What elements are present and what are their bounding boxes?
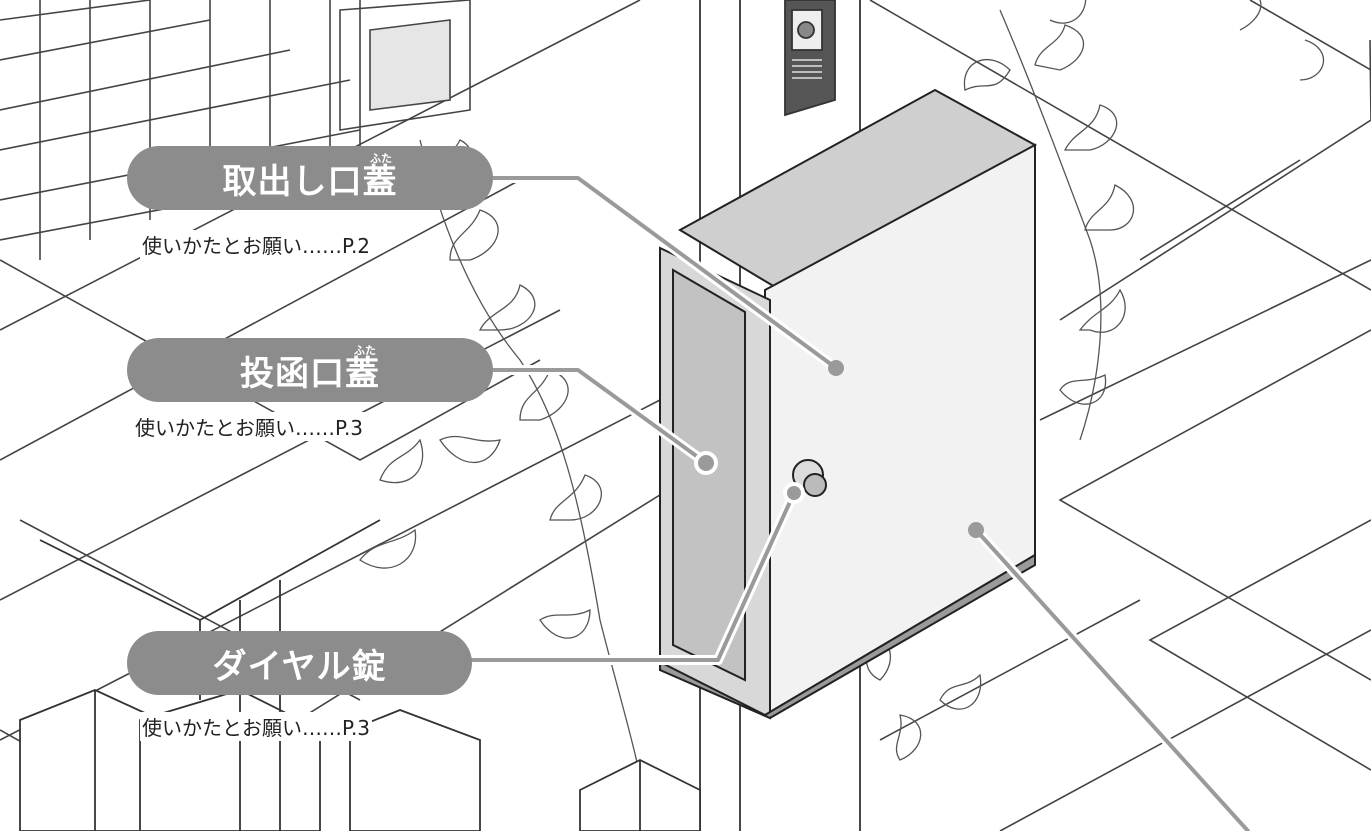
dial-lock-reference: 使いかたとお願い……P.3 [140, 712, 373, 741]
pillar [699, 0, 861, 831]
takeout-lid-ruby: ふた [370, 152, 392, 165]
slot-lid-label: 投函口蓋 [127, 338, 493, 402]
leader-lines [465, 173, 1253, 831]
dial-lock-title: ダイヤル錠 [212, 646, 387, 687]
leader-dots [694, 360, 984, 538]
slot-lid-reference: 使いかたとお願い……P.3 [133, 412, 366, 441]
slot-lid-title: 投函口蓋 [240, 353, 380, 394]
mailbox-body [659, 88, 1038, 720]
slot-lid-ruby: ふた [354, 344, 376, 357]
dial-lock-label: ダイヤル錠 [127, 631, 472, 695]
body-dot [968, 522, 984, 538]
takeout-lid-label: 取出し口蓋 [127, 146, 493, 210]
takeout-lid-reference: 使いかたとお願い……P.2 [140, 230, 373, 259]
takeout-lid-title: 取出し口蓋 [222, 161, 398, 202]
takeout-lid-dot [828, 360, 844, 376]
